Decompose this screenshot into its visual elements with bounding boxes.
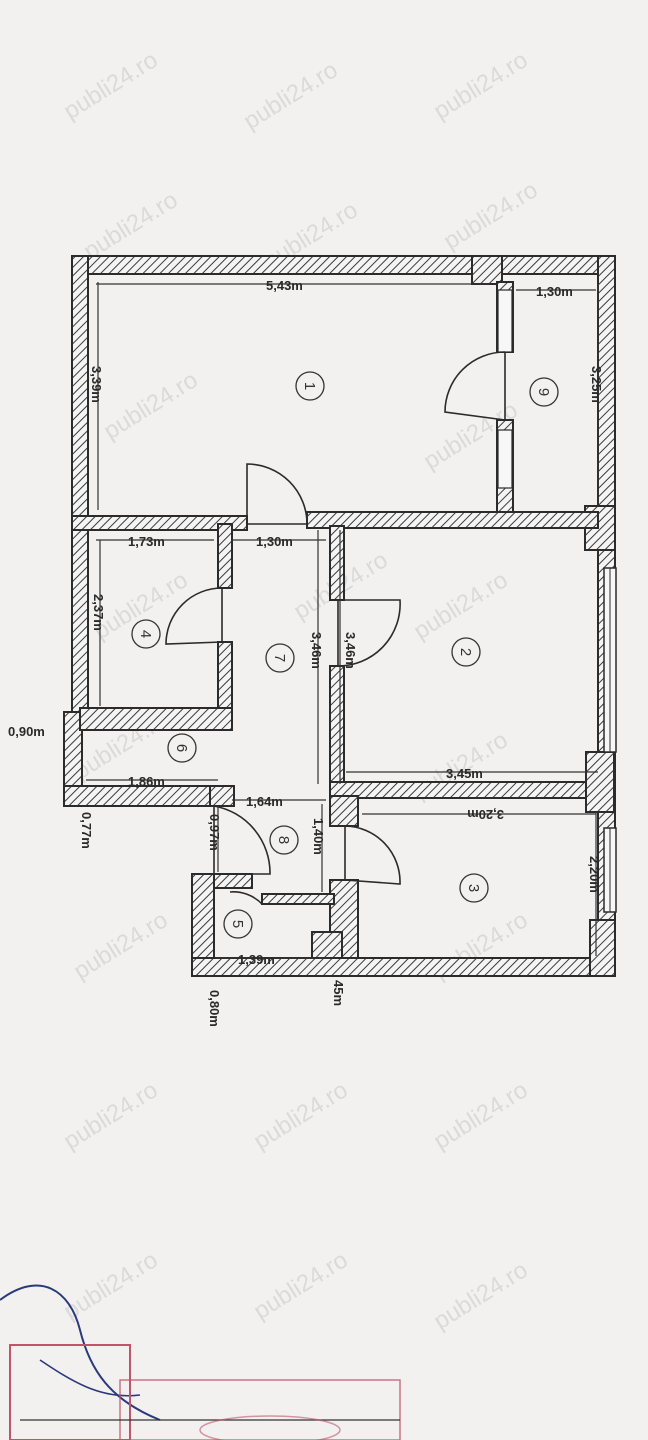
dim-room9-width: 1,30m [536,284,573,299]
doors [165,351,506,905]
room-label-2: 2 [451,637,481,667]
dimension-lines [86,282,599,959]
room-label-7: 7 [265,643,295,673]
door-entrance [213,805,271,875]
wall-room5-room8 [261,893,335,905]
wall-room2-left-upper [329,525,345,601]
dim-corridor7-width: 1,30m [256,534,293,549]
window-room1-room9 [497,429,513,489]
dim-left-lower: 0,77m [79,812,94,849]
dim-room1-width: 5,43m [266,278,303,293]
wall-room2-room3 [329,781,599,799]
dim-room3-width: 3,20m [467,807,504,822]
dim-room1-height: 3,39m [89,366,104,403]
wall-room6-bottom [63,785,235,807]
dim-entrance-width: 0,97m [207,814,222,851]
wall-room4-room6 [79,707,233,731]
official-stamp [0,1284,401,1440]
wall-room3-left-upper [329,795,359,827]
room-label-6: 6 [167,733,197,763]
svg-text:7: 7 [271,654,288,662]
door-room5 [229,891,263,905]
wall-pier-room2-room3 [585,751,615,813]
dim-room2-width: 3,45m [446,766,483,781]
room-label-4: 4 [131,619,161,649]
wall-outer-top [71,255,616,275]
svg-text:3: 3 [465,884,482,892]
wall-pier-room3-corner [589,919,616,977]
room-label-1: 1 [295,371,325,401]
door-room2 [337,599,401,667]
window-room1-room9 [497,289,513,353]
dim-room9-height: 3,25m [589,366,604,403]
dim-room5-width: 1,39m [238,952,275,967]
svg-text:1: 1 [301,382,318,390]
wall-room2-left-lower [329,665,345,787]
dim-room2-height: 3,46m [343,632,358,669]
wall-room4-right-lower [217,641,233,713]
windows [497,289,617,913]
room-label-5: 5 [223,909,253,939]
door-room1 [246,463,308,525]
wall-pier-top-right [471,255,503,285]
svg-text:6: 6 [173,744,190,752]
wall-corridor8-pier [209,785,235,807]
door-room9 [444,351,506,421]
dim-room6-width: 1,86m [128,774,165,789]
svg-text:9: 9 [535,388,552,396]
room-label-8: 8 [269,825,299,855]
dim-duct: 45m [331,980,346,1006]
dim-room4-height: 2,37m [91,594,106,631]
dim-room4-width: 1,73m [128,534,165,549]
dim-corridor7-height: 3,46m [309,632,324,669]
dimension-labels: 5,43m 1,30m 3,39m 3,25m 1,73m 1,30m 2,37… [8,278,604,1027]
room-label-9: 9 [529,377,559,407]
wall-room1-bottom-right [306,511,599,529]
room-labels: 1 2 3 4 5 6 7 8 9 [131,371,559,939]
wall-outer-left-upper [71,255,89,713]
door-room3 [344,825,401,885]
dim-room3-height: 2,20m [587,856,602,893]
walls [63,255,616,977]
dim-left-bump: 0,90m [8,724,45,739]
svg-text:4: 4 [137,630,154,638]
wall-room4-right-upper [217,523,233,589]
svg-text:2: 2 [457,648,474,656]
dim-corridor8-height: 1,40m [311,818,326,855]
dim-room5-door: 0,80m [207,990,222,1027]
room-label-3: 3 [459,873,489,903]
svg-text:5: 5 [229,920,246,928]
dim-corridor8-width: 1,64m [246,794,283,809]
door-room4 [165,587,223,645]
svg-text:8: 8 [275,836,292,844]
